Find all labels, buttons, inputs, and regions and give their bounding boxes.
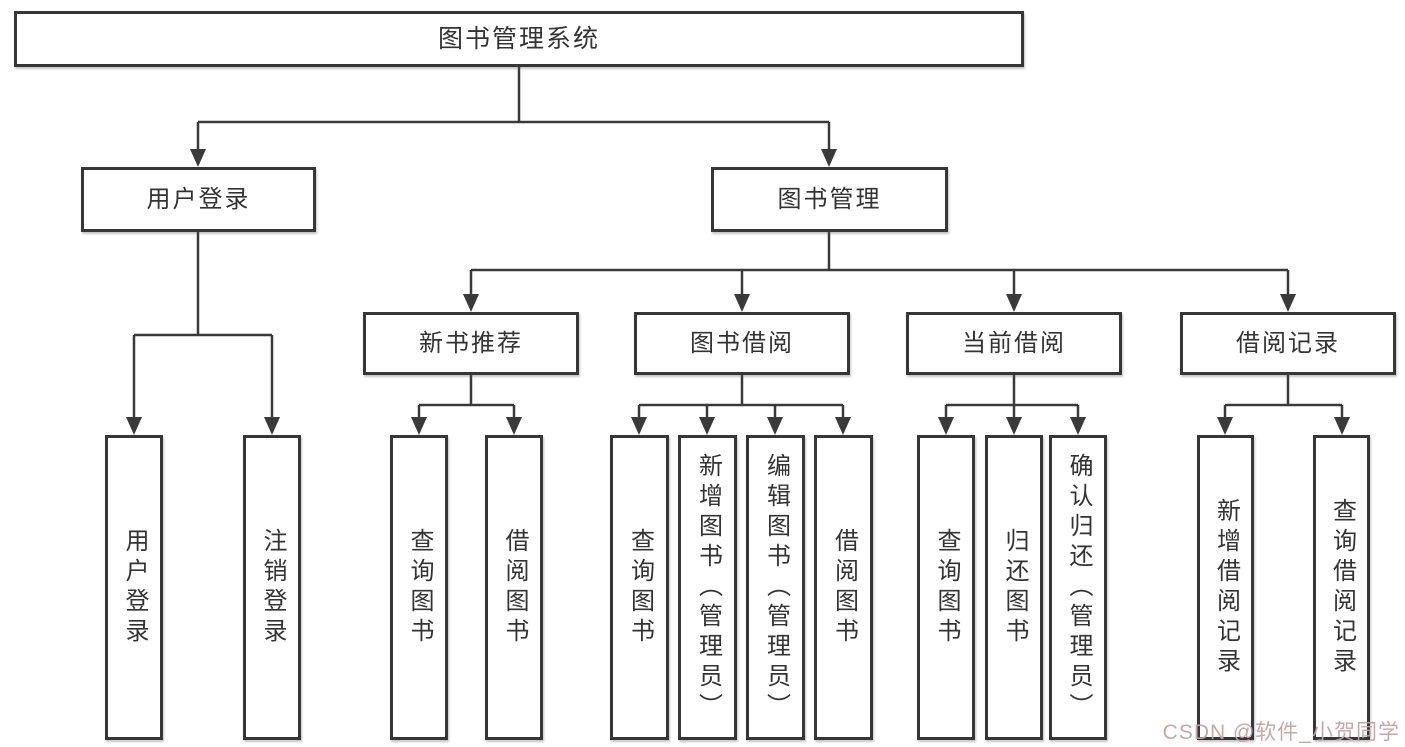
- leaf-label: 查询图书: [406, 527, 433, 648]
- connector-manage-split: [469, 232, 1290, 295]
- arrowhead-icon: [264, 417, 280, 435]
- arrowhead-icon: [938, 417, 954, 435]
- leaf-return-book: 归还图书: [985, 435, 1043, 740]
- arrowhead-icon: [821, 149, 837, 167]
- node-label: 图书借阅: [690, 329, 794, 357]
- leaf-edit-book-admin: 编辑图书（管理员）: [746, 435, 805, 740]
- arrowhead-icon: [190, 149, 206, 167]
- leaf-query-books-current: 查询图书: [917, 435, 975, 740]
- leaf-label: 查询图书: [933, 527, 960, 648]
- arrowhead-icon: [463, 294, 479, 312]
- connector-records-split: [1223, 375, 1344, 418]
- leaf-label: 注销登录: [259, 527, 286, 648]
- arrowhead-icon: [767, 417, 783, 435]
- node-library-system: 图书管理系统: [14, 11, 1024, 67]
- node-current-borrow: 当前借阅: [906, 312, 1122, 375]
- csdn-watermark: CSDN @软件_小贺同学: [1162, 721, 1400, 744]
- arrowhead-icon: [699, 417, 715, 435]
- node-label: 新书推荐: [419, 329, 523, 357]
- arrowhead-icon: [631, 417, 647, 435]
- arrowhead-icon: [1070, 417, 1086, 435]
- connector-root-split: [196, 67, 831, 150]
- arrowhead-icon: [506, 417, 522, 435]
- leaf-label: 借阅图书: [830, 527, 858, 648]
- arrowhead-icon: [1334, 417, 1350, 435]
- arrowhead-icon: [1280, 294, 1296, 312]
- node-label: 借阅记录: [1236, 329, 1340, 357]
- leaf-query-borrow-record: 查询借阅记录: [1313, 435, 1370, 740]
- node-new-book-recommend: 新书推荐: [363, 312, 579, 375]
- leaf-label: 编辑图书（管理员）: [762, 452, 790, 723]
- leaf-logout: 注销登录: [243, 435, 301, 740]
- leaf-borrow-books-recommend: 借阅图书: [485, 435, 543, 740]
- node-book-borrow: 图书借阅: [634, 312, 850, 375]
- arrowhead-icon: [734, 294, 750, 312]
- leaf-user-login: 用户登录: [105, 435, 163, 740]
- leaf-label: 查询图书: [626, 527, 654, 648]
- leaf-add-borrow-record: 新增借阅记录: [1197, 435, 1254, 740]
- arrowhead-icon: [835, 417, 851, 435]
- node-user-login: 用户登录: [81, 167, 316, 232]
- node-label: 用户登录: [146, 185, 251, 213]
- node-book-management: 图书管理: [711, 167, 948, 232]
- connector-paths: [132, 67, 1344, 418]
- connector-newbook-split: [417, 375, 516, 418]
- node-label: 图书管理系统: [437, 24, 600, 53]
- arrowhead-icon: [1006, 417, 1022, 435]
- leaf-query-books-borrow: 查询图书: [610, 435, 669, 740]
- node-label: 当前借阅: [962, 329, 1066, 357]
- connector-current-split: [944, 375, 1080, 418]
- node-label: 图书管理: [777, 185, 882, 213]
- leaf-label: 用户登录: [121, 527, 148, 648]
- leaf-label: 归还图书: [1001, 527, 1028, 648]
- leaf-label: 查询借阅记录: [1328, 497, 1356, 678]
- arrowhead-icon: [1006, 294, 1022, 312]
- arrowhead-icon: [411, 417, 427, 435]
- connector-login-split: [132, 232, 274, 418]
- leaf-label: 借阅图书: [501, 527, 528, 648]
- leaf-borrow-books: 借阅图书: [814, 435, 873, 740]
- leaf-label: 新增借阅记录: [1212, 497, 1240, 678]
- leaf-confirm-return-admin: 确认归还（管理员）: [1049, 435, 1107, 740]
- leaf-label: 确认归还（管理员）: [1065, 452, 1092, 723]
- leaf-query-books-recommend: 查询图书: [390, 435, 448, 740]
- arrowhead-icon: [126, 417, 142, 435]
- arrowheads: [126, 149, 1350, 435]
- node-borrow-records: 借阅记录: [1180, 312, 1396, 375]
- leaf-label: 新增图书（管理员）: [694, 452, 722, 723]
- arrowhead-icon: [1217, 417, 1233, 435]
- connector-borrow-split: [637, 375, 845, 418]
- leaf-add-book-admin: 新增图书（管理员）: [678, 435, 737, 740]
